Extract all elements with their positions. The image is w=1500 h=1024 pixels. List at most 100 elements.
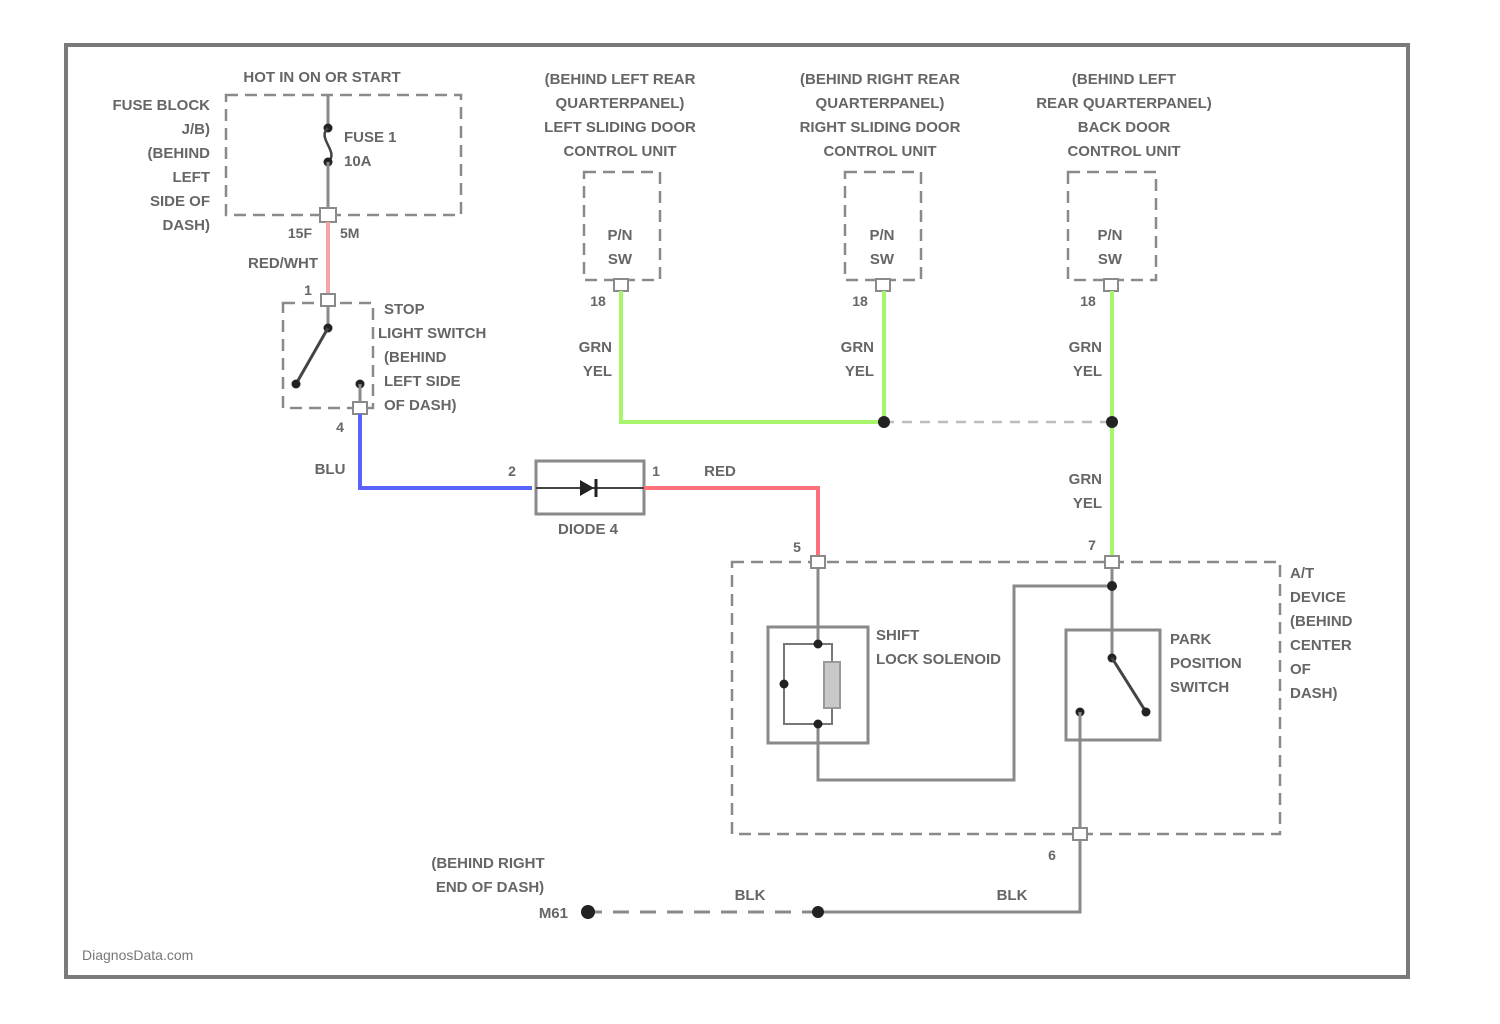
at-device: A/T DEVICE (BEHIND CENTER OF DASH) 5 7 S… [732, 537, 1353, 863]
diode-label: DIODE 4 [558, 521, 619, 538]
fuse-pin-left: 15F [288, 225, 313, 241]
wire-pn-right-1: YEL [1073, 363, 1102, 380]
fuse-block-location-2: (BEHIND [148, 145, 211, 162]
ground-id: M61 [539, 905, 568, 922]
module-2-title-3: CONTROL UNIT [1067, 143, 1180, 160]
park-switch-blade [1112, 658, 1146, 712]
park-label-0: PARK [1170, 631, 1212, 648]
wire-pn-left-1: YEL [583, 363, 612, 380]
wire-grn-yel-left [621, 291, 884, 422]
at-pin-red: 5 [793, 539, 801, 555]
module-0-title-2: LEFT SLIDING DOOR [544, 119, 696, 136]
ground-label-1: END OF DASH) [436, 879, 544, 896]
stop-switch-blade [296, 328, 328, 384]
at-connector-grn [1105, 556, 1119, 568]
module-1-title-3: CONTROL UNIT [823, 143, 936, 160]
at-device-label-5: DASH) [1290, 685, 1338, 702]
wire-red-wht-label: RED/WHT [248, 255, 318, 272]
wire-blu [360, 414, 532, 488]
splice-mid [878, 416, 890, 428]
at-device-label-1: DEVICE [1290, 589, 1346, 606]
wire-pn-mid-0: GRN [841, 339, 874, 356]
diode-pin-right: 1 [652, 463, 660, 479]
module-1-title-0: (BEHIND RIGHT REAR [800, 71, 960, 88]
diode-pin-left: 2 [508, 463, 516, 479]
wire-pn-left-0: GRN [579, 339, 612, 356]
fuse-rating: 10A [344, 153, 372, 170]
fuse-block-location-4: SIDE OF [150, 193, 210, 210]
module-0-connector [614, 279, 628, 291]
wire-pn-right-0: GRN [1069, 339, 1102, 356]
wire-pn-to-at-1: YEL [1073, 495, 1102, 512]
module-2-pin: 18 [1080, 293, 1096, 309]
solenoid-term-top [814, 640, 823, 649]
fuse-block-location-0: FUSE BLOCK [113, 97, 211, 114]
module-0-title-1: QUARTERPANEL) [556, 95, 685, 112]
shift-lock-label-1: LOCK SOLENOID [876, 651, 1001, 668]
at-connector-red [811, 556, 825, 568]
source-watermark: DiagnosData.com [82, 947, 193, 963]
stop-light-switch: 1 4 STOP LIGHT SWITCH (BEHIND LEFT SIDE … [283, 282, 486, 435]
module-0-inner-0: P/N [607, 227, 632, 244]
module-0-pin: 18 [590, 293, 606, 309]
module-1-title-1: QUARTERPANEL) [816, 95, 945, 112]
hot-in-on-label: HOT IN ON OR START [243, 69, 400, 86]
module-0-title-3: CONTROL UNIT [563, 143, 676, 160]
wire-red [644, 488, 818, 556]
fuse-block-location-3: LEFT [173, 169, 211, 186]
ground-label-0: (BEHIND RIGHT [431, 855, 544, 872]
at-wire-solenoid-return [818, 586, 1112, 780]
module-1-inner-1: SW [870, 251, 895, 268]
wire-blu-label: BLU [315, 461, 346, 478]
stop-switch-label-1: LIGHT SWITCH [378, 325, 486, 342]
module-1-title-2: RIGHT SLIDING DOOR [800, 119, 961, 136]
stop-switch-pin-top: 1 [304, 282, 312, 298]
at-pin-gnd: 6 [1048, 847, 1056, 863]
module-left-sliding-door: (BEHIND LEFT REAR QUARTERPANEL) LEFT SLI… [544, 71, 696, 309]
stop-switch-connector-top [321, 294, 335, 306]
fuse-symbol [325, 128, 332, 162]
module-back-door: (BEHIND LEFT REAR QUARTERPANEL) BACK DOO… [1036, 71, 1212, 309]
park-switch-pivot [1142, 708, 1151, 717]
module-2-inner-0: P/N [1097, 227, 1122, 244]
at-device-label-2: (BEHIND [1290, 613, 1353, 630]
ground-wire-solid [818, 840, 1080, 912]
park-label-2: SWITCH [1170, 679, 1229, 696]
fuse-pin-right: 5M [340, 225, 359, 241]
module-right-sliding-door: (BEHIND RIGHT REAR QUARTERPANEL) RIGHT S… [800, 71, 961, 309]
module-2-connector [1104, 279, 1118, 291]
fuse-block: HOT IN ON OR START FUSE BLOCK J/B) (BEHI… [113, 69, 462, 241]
shift-lock-label-0: SHIFT [876, 627, 919, 644]
at-device-label-4: OF [1290, 661, 1311, 678]
stop-switch-label-3: LEFT SIDE [384, 373, 461, 390]
at-junction [1107, 581, 1117, 591]
ground-splice [812, 906, 824, 918]
module-1-pin: 18 [852, 293, 868, 309]
at-pin-grn: 7 [1088, 537, 1096, 553]
at-device-box [732, 562, 1280, 834]
solenoid-term-side [780, 680, 789, 689]
solenoid-coil [824, 662, 840, 708]
at-device-label-0: A/T [1290, 565, 1314, 582]
solenoid-term-bottom [814, 720, 823, 729]
stop-switch-pin-bottom: 4 [336, 419, 344, 435]
module-1-inner-0: P/N [869, 227, 894, 244]
module-1-connector [876, 279, 890, 291]
fuse-block-location-5: DASH) [163, 217, 211, 234]
module-0-title-0: (BEHIND LEFT REAR [545, 71, 696, 88]
at-device-label-3: CENTER [1290, 637, 1352, 654]
stop-switch-pivot [292, 380, 301, 389]
module-2-title-2: BACK DOOR [1078, 119, 1171, 136]
module-2-title-0: (BEHIND LEFT [1072, 71, 1176, 88]
wire-pn-mid-1: YEL [845, 363, 874, 380]
diagram-frame [66, 45, 1408, 977]
park-label-1: POSITION [1170, 655, 1242, 672]
splice-right [1106, 416, 1118, 428]
fuse-block-location-1: J/B) [182, 121, 210, 138]
stop-switch-label-0: STOP [384, 301, 425, 318]
stop-switch-label-4: OF DASH) [384, 397, 457, 414]
wire-red-label: RED [704, 463, 736, 480]
module-2-inner-1: SW [1098, 251, 1123, 268]
module-0-inner-1: SW [608, 251, 633, 268]
